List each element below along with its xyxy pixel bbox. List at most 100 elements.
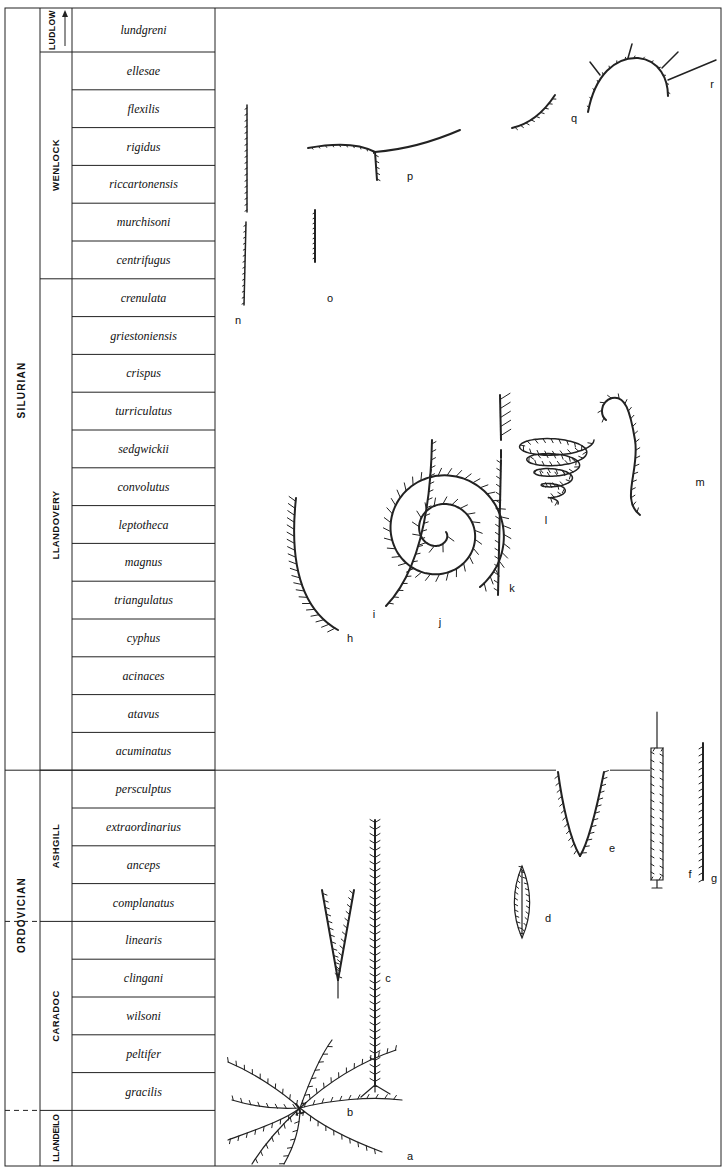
figure-letter: g [711,873,717,884]
column-rule [215,8,216,1166]
graptolite-stipe [308,145,375,152]
theca-teeth [375,155,380,181]
figure-letter: r [710,79,714,90]
graptolite-stipe [314,210,316,262]
graptolite-stipe [294,498,338,630]
graptolite-stipe [244,222,246,305]
graptolite-stipe [651,748,663,880]
theca-teeth [303,1111,375,1154]
theca-teeth [515,867,530,938]
zone-rule [40,52,215,53]
figure-letter: n [235,315,241,326]
theca-teeth [383,468,511,591]
zone-name: ellesae [127,65,160,77]
figure-letter: j [439,617,441,628]
zone-name: acinaces [123,670,165,682]
zone-rule [72,467,215,468]
figure-letter: k [509,583,515,594]
graptolite-stipe [391,475,504,587]
zone-table [5,8,721,1166]
theca-teeth [232,1096,295,1109]
zone-name: clingani [124,972,163,984]
theca-teeth [494,461,501,592]
column-rule [40,8,41,1166]
zone-name: magnus [125,556,162,568]
zone-rule [72,241,215,242]
zone-name: gracilis [125,1086,162,1098]
zone-name: convolutus [118,481,170,493]
system-name: ORDOVICIAN [17,877,27,953]
zone-name: crenulata [121,292,167,304]
zone-rule [72,808,215,809]
figure-letter: a [407,1151,413,1162]
zone-rule [72,316,215,317]
graptolite-stipe [228,1108,300,1140]
theca-teeth [228,1058,298,1106]
figure-letter: o [327,293,333,304]
figure-letter: d [545,913,551,924]
zone-name: triangulatus [114,594,173,606]
graptolite-stipe [656,712,657,748]
theca-teeth [302,1047,333,1104]
graptolite-stipe [515,866,530,938]
zone-name: peltifer [126,1048,161,1060]
series-name: LUDLOW [48,10,57,50]
series-name: WENLOCK [51,139,61,191]
theca-teeth [500,393,511,435]
theca-teeth [256,1111,298,1163]
zone-rule [72,1034,215,1035]
zone-name: linearis [125,934,162,946]
zone-rule [72,127,215,128]
zone-name: extraordinarius [106,821,181,833]
zone-name: lundgreni [120,24,166,36]
graptolite-stipe [246,105,248,212]
theca-teeth [242,225,246,304]
zone-rule [72,959,215,960]
zone-rule [72,165,215,166]
dashed-rule [5,1110,40,1111]
zone-name: centrifugus [117,254,171,266]
theca-teeth [555,776,577,854]
zone-rule [72,694,215,695]
zone-name: cyphus [127,632,160,644]
zone-rule [72,619,215,620]
graptolite-stipe [500,450,502,458]
figure-letter: l [545,515,547,526]
arrow-line [65,13,66,46]
theca-teeth [598,394,640,512]
zone-rule [72,430,215,431]
theca-teeth [587,56,670,108]
theca-teeth [245,108,247,211]
arrow-head [62,10,68,17]
theca-teeth [515,99,556,130]
theca-teeth [335,891,353,977]
zone-name: persculptus [116,783,171,795]
zone-rule [72,845,215,846]
graptolite-stipe [588,58,668,112]
series-name: LLANDEILO [52,1115,61,1162]
system-boundary [610,770,650,771]
theca-teeth [699,747,703,882]
zone-rule [72,505,215,506]
theca-teeth [323,893,342,977]
zone-name: rigidus [126,141,160,153]
series-name: LLANDOVERY [51,490,61,559]
series-name: CARADOC [51,990,61,1041]
graptolite-stipe [252,1108,300,1164]
graptolite-stipe [374,820,376,1085]
graptolite-stipe [300,1040,332,1108]
graptolite-stipe [361,1085,390,1097]
graptolite-stipe [232,1100,300,1109]
column-rule [72,8,73,1166]
zone-name: riccartonensis [109,178,178,190]
theca-teeth [582,771,609,853]
zone-rule [40,1110,215,1111]
zone-name: atavus [128,708,159,720]
zone-rule [72,997,215,998]
figure-letter: e [609,843,615,854]
zone-name: acuminatus [116,745,171,757]
zone-name: flexilis [128,103,160,115]
system-boundary [5,770,556,771]
theca-teeth [370,820,380,1082]
zone-rule [40,921,215,922]
